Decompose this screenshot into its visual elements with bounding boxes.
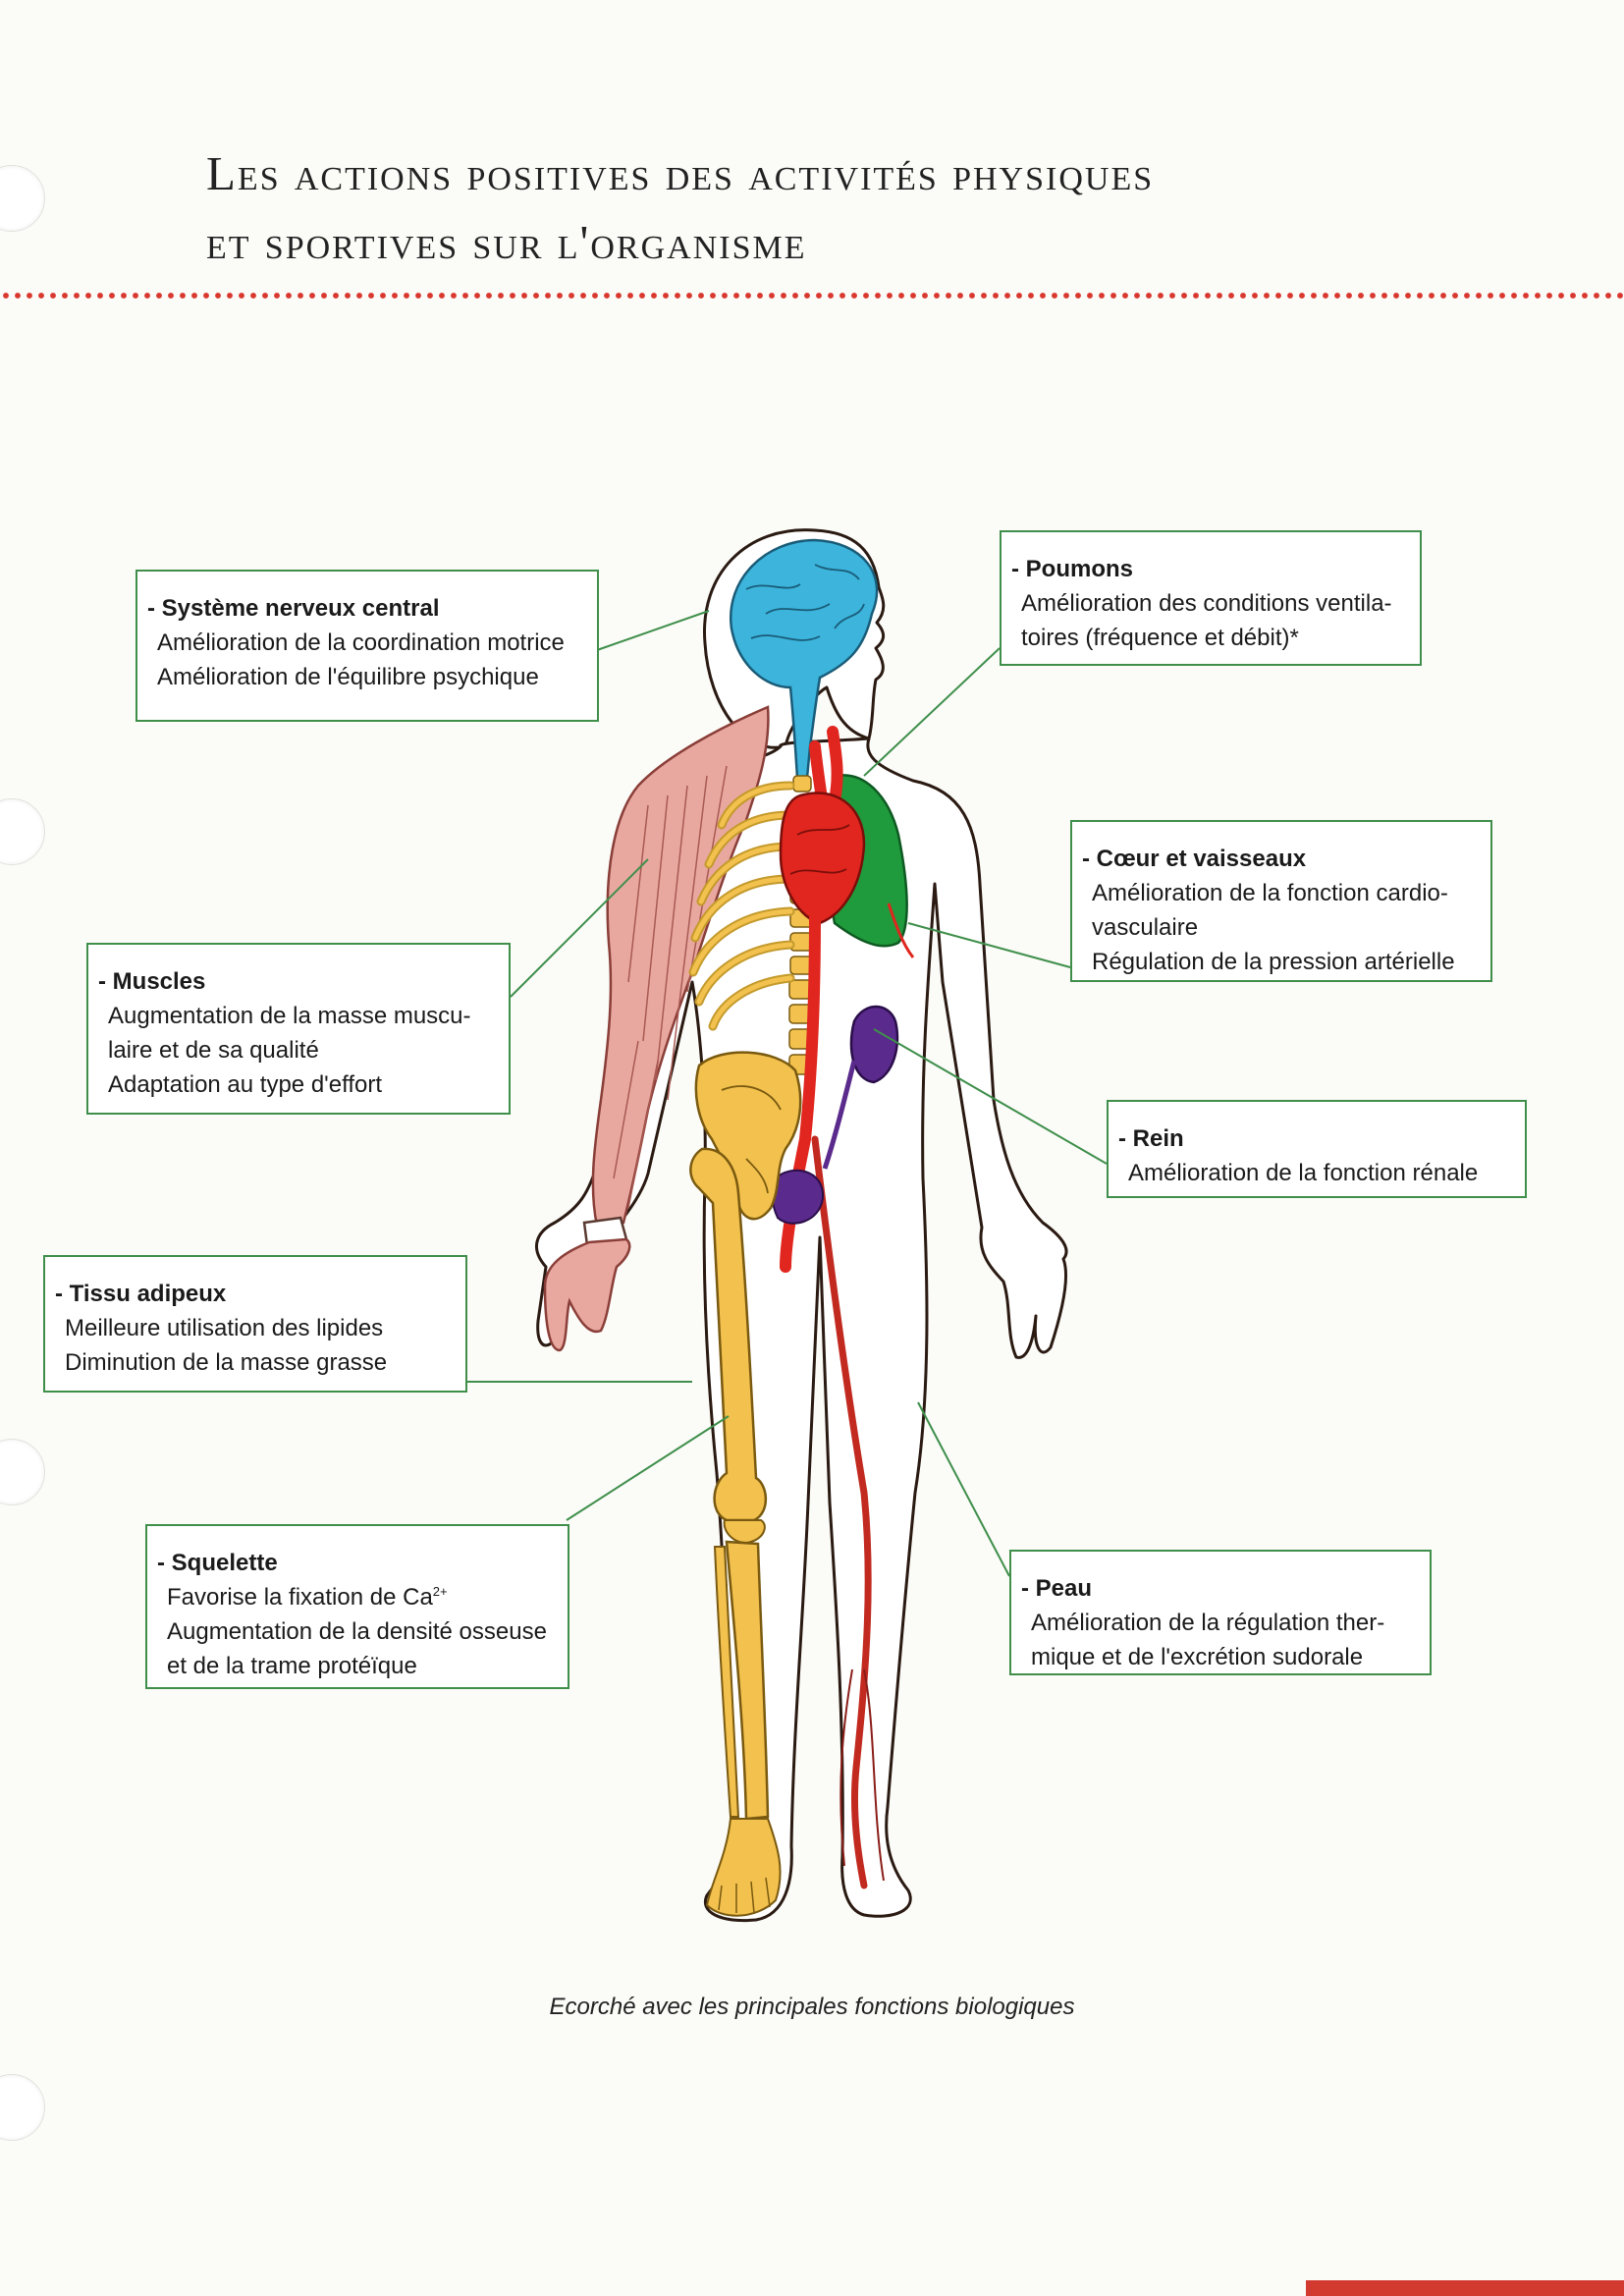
label-line: Augmentation de la masse muscu-: [108, 1003, 471, 1029]
aorta-arch: [827, 726, 843, 806]
label-line: mique et de l'excrétion sudorale: [1031, 1644, 1364, 1670]
heart: [779, 792, 866, 925]
pelvis: [694, 1051, 802, 1221]
page-title-line1: Les actions positives des activités phys…: [206, 146, 1155, 200]
page-title: Les actions positives des activités phys…: [206, 139, 1154, 277]
label-systeme-nerveux-central: - Système nerveux central Amélioration d…: [135, 570, 599, 722]
bladder: [771, 1169, 825, 1225]
label-line: laire et de sa qualité: [108, 1037, 319, 1064]
brain: [729, 538, 879, 780]
renal-artery: [887, 902, 915, 958]
descending-artery: [780, 912, 821, 1273]
calcium-superscript: 2+: [432, 1584, 448, 1599]
label-muscles: - Muscles Augmentation de la masse muscu…: [86, 943, 511, 1115]
label-line: Amélioration de l'équilibre psychique: [157, 664, 539, 690]
label-line: Amélioration de la régulation ther-: [1031, 1610, 1385, 1636]
label-squelette: - Squelette Favorise la fixation de Ca2+…: [145, 1524, 569, 1689]
label-line-text: Favorise la fixation de Ca: [167, 1584, 433, 1611]
arm-muscle-fibers: [613, 765, 728, 1209]
label-title: - Peau: [1021, 1575, 1093, 1602]
label-title: - Muscles: [98, 968, 206, 995]
label-line: Meilleure utilisation des lipides: [65, 1315, 384, 1341]
label-title: - Système nerveux central: [147, 595, 440, 622]
page-title-line2: et sportives sur l'organisme: [206, 215, 807, 269]
kidney: [849, 1005, 899, 1084]
figure-caption: Ecorché avec les principales fonctions b…: [549, 1994, 1075, 2020]
label-line: Adaptation au type d'effort: [108, 1071, 383, 1098]
label-coeur-et-vaisseaux: - Cœur et vaisseaux Amélioration de la f…: [1070, 820, 1492, 982]
knee-cap: [723, 1519, 766, 1544]
label-tissu-adipeux: - Tissu adipeux Meilleure utilisation de…: [43, 1255, 467, 1393]
label-line: Régulation de la pression artérielle: [1092, 949, 1455, 975]
fibula: [713, 1546, 740, 1818]
label-title: - Tissu adipeux: [55, 1281, 227, 1307]
label-line: Favorise la fixation de Ca2+: [157, 1580, 552, 1614]
tibia: [725, 1540, 770, 1821]
label-line: Augmentation de la densité osseuse: [167, 1618, 547, 1645]
label-title: - Rein: [1118, 1125, 1184, 1152]
label-poumons: - Poumons Amélioration des conditions ve…: [1000, 530, 1422, 666]
leader-lines: [465, 610, 1108, 1577]
label-rein: - Rein Amélioration de la fonction rénal…: [1107, 1100, 1527, 1198]
left-hand: [543, 1237, 631, 1352]
label-title: - Cœur et vaisseaux: [1082, 846, 1307, 872]
leg-artery-branch: [839, 1668, 885, 1882]
label-title: - Poumons: [1011, 556, 1133, 582]
label-line: et de la trame protéïque: [167, 1653, 417, 1679]
label-line: Diminution de la masse grasse: [65, 1349, 388, 1376]
label-line: Amélioration des conditions ventila-: [1021, 590, 1392, 617]
label-line: Amélioration de la coordination motrice: [157, 629, 565, 656]
pelvis-detail: [721, 1085, 782, 1194]
label-line: Amélioration de la fonction cardio-: [1092, 880, 1448, 906]
foot-bones: [705, 1818, 782, 1917]
brain-folds: [745, 564, 865, 641]
label-title: - Squelette: [157, 1550, 278, 1576]
foot-toes: [718, 1877, 771, 1914]
label-line: vasculaire: [1092, 914, 1199, 941]
ureter: [822, 1060, 857, 1170]
label-line: Amélioration de la fonction rénale: [1128, 1160, 1479, 1186]
label-peau: - Peau Amélioration de la régulation the…: [1009, 1550, 1432, 1675]
footer-red-bar: [1306, 2280, 1624, 2296]
label-line: toires (fréquence et débit)*: [1021, 625, 1299, 651]
leg-artery: [811, 1135, 872, 1889]
dotted-divider: [0, 290, 1624, 301]
rib-cage-highlight: [690, 783, 793, 1029]
heart-detail: [789, 824, 850, 875]
